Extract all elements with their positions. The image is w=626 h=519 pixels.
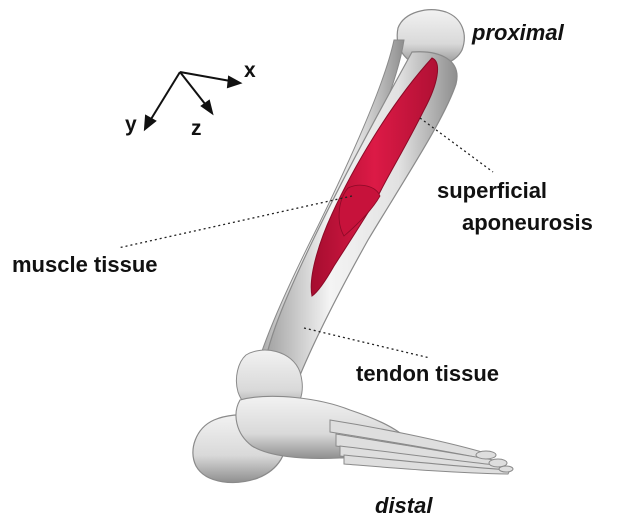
tendon-tissue-label: tendon tissue bbox=[356, 363, 499, 385]
muscle-tissue-label: muscle tissue bbox=[12, 254, 158, 276]
toes bbox=[330, 420, 513, 474]
superficial-label-line1: superficial bbox=[437, 180, 547, 202]
superficial-label-line2: aponeurosis bbox=[462, 212, 593, 234]
proximal-label: proximal bbox=[472, 22, 564, 44]
axis-z-label: z bbox=[191, 118, 202, 139]
muscle-tissue bbox=[311, 58, 437, 296]
leg-bones bbox=[193, 10, 513, 483]
axis-y-label: y bbox=[125, 114, 137, 135]
leader-tendon bbox=[304, 328, 430, 358]
distal-label: distal bbox=[375, 495, 432, 517]
axis-x-label: x bbox=[244, 60, 256, 81]
